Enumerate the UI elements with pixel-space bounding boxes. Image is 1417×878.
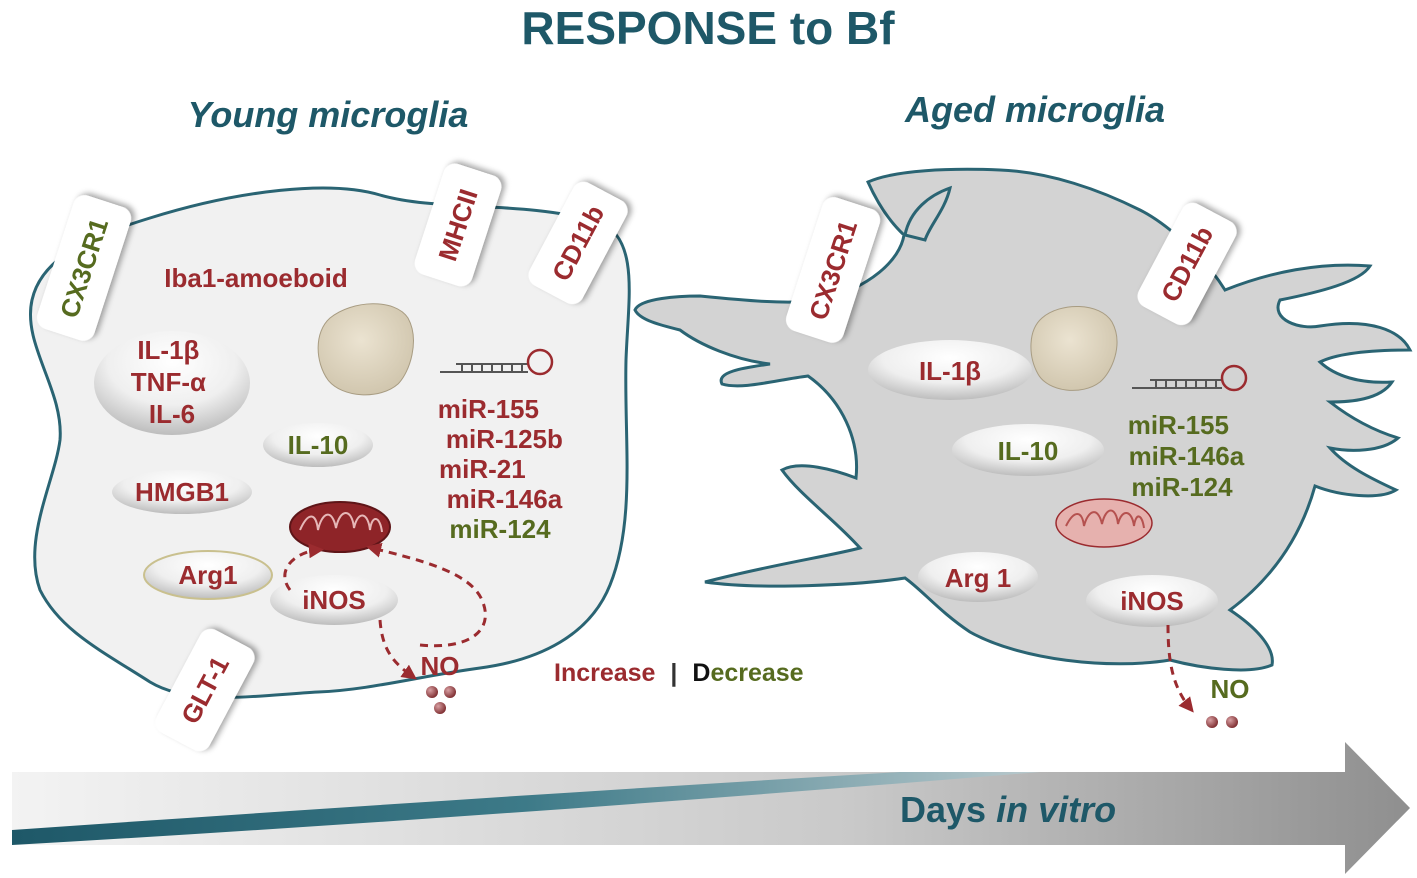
young-il1b-label: IL-1β bbox=[137, 335, 199, 365]
young-mirna-item: miR-124 bbox=[449, 514, 551, 544]
young-inos-label: iNOS bbox=[302, 585, 366, 615]
young-arg1-oval bbox=[143, 550, 273, 600]
aged-mirna-hairpin-icon bbox=[1132, 364, 1248, 392]
aged-no-molecules bbox=[1206, 716, 1238, 728]
legend-decrease-rest: ecrease bbox=[710, 659, 803, 687]
aged-microglia-cell bbox=[633, 167, 1413, 672]
young-mirna-list: miR-155 miR-125b miR-21 miR-146a miR-124 bbox=[438, 394, 570, 544]
young-iba1-amoeboid-label: Iba1-amoeboid bbox=[164, 263, 347, 293]
aged-mirna-list: miR-155 miR-146a miR-124 bbox=[1128, 410, 1252, 502]
time-arrow-label: Days in vitro bbox=[900, 789, 1116, 830]
svg-text:IL-1β TNF-α IL-6: IL-1β TNF-α IL-6 bbox=[131, 335, 213, 429]
young-il10-label: IL-10 bbox=[288, 430, 349, 460]
aged-mirna-item: miR-124 bbox=[1131, 472, 1233, 502]
young-inos-oval bbox=[270, 575, 398, 625]
aged-no-label: NO bbox=[1211, 674, 1250, 704]
aged-nucleus bbox=[1030, 306, 1118, 391]
young-hmgb1-label: HMGB1 bbox=[135, 477, 229, 507]
young-tnfa-label: TNF-α bbox=[131, 367, 206, 397]
young-hmgb1-oval bbox=[112, 470, 252, 514]
aged-il1b-label: IL-1β bbox=[919, 356, 981, 386]
aged-mitochondrion bbox=[1055, 498, 1153, 548]
time-arrow-gradient-wedge bbox=[12, 772, 1040, 845]
young-receptor-mhcii: MHCII bbox=[414, 163, 502, 287]
young-mirna-item: miR-125b bbox=[446, 424, 563, 454]
days-in-vitro-arrow: Days in vitro bbox=[12, 742, 1410, 874]
young-mirna-item: miR-21 bbox=[439, 454, 526, 484]
diagram-title: RESPONSE to Bf bbox=[521, 2, 895, 54]
aged-process-top bbox=[903, 185, 953, 242]
legend-decrease-initial: D bbox=[692, 659, 710, 687]
aged-il10-label: IL-10 bbox=[998, 436, 1059, 466]
increase-decrease-legend: Increase | Decrease bbox=[554, 659, 804, 687]
aged-cell-membrane bbox=[633, 167, 1413, 672]
time-arrow-body bbox=[12, 742, 1410, 874]
aged-inos-oval bbox=[1086, 575, 1218, 627]
aged-mirna-item: miR-146a bbox=[1129, 441, 1245, 471]
aged-signaling-arrow bbox=[1166, 624, 1194, 713]
legend-separator: | bbox=[670, 659, 677, 687]
young-nucleus bbox=[317, 303, 414, 396]
young-arg1-label: Arg1 bbox=[178, 560, 237, 590]
aged-il1b-oval bbox=[868, 340, 1032, 400]
young-signaling-arrows bbox=[283, 542, 487, 680]
aged-arg1-label: Arg 1 bbox=[945, 563, 1011, 593]
young-mirna-hairpin-icon bbox=[440, 348, 554, 376]
aged-mirna-item: miR-155 bbox=[1128, 410, 1229, 440]
time-arrow-label-days: Days bbox=[900, 789, 996, 830]
young-receptor-glt1: GLT-1 bbox=[155, 628, 255, 752]
young-microglia-heading: Young microglia bbox=[188, 94, 469, 135]
young-mirna-item: miR-146a bbox=[447, 484, 563, 514]
young-mirna-item: miR-155 bbox=[438, 394, 539, 424]
young-mitochondrion bbox=[289, 501, 391, 553]
young-il10-oval bbox=[263, 423, 373, 467]
time-arrow-label-in-vitro: in vitro bbox=[996, 789, 1116, 830]
aged-il10-oval bbox=[952, 424, 1104, 476]
young-cytokine-oval bbox=[94, 331, 250, 435]
aged-microglia-heading: Aged microglia bbox=[904, 89, 1165, 130]
young-il6-label: IL-6 bbox=[149, 399, 195, 429]
young-no-label: NO bbox=[421, 651, 460, 681]
aged-inos-label: iNOS bbox=[1120, 586, 1184, 616]
young-no-molecules bbox=[426, 686, 456, 714]
legend-increase: Increase bbox=[554, 659, 656, 687]
aged-arg1-oval bbox=[918, 552, 1038, 602]
